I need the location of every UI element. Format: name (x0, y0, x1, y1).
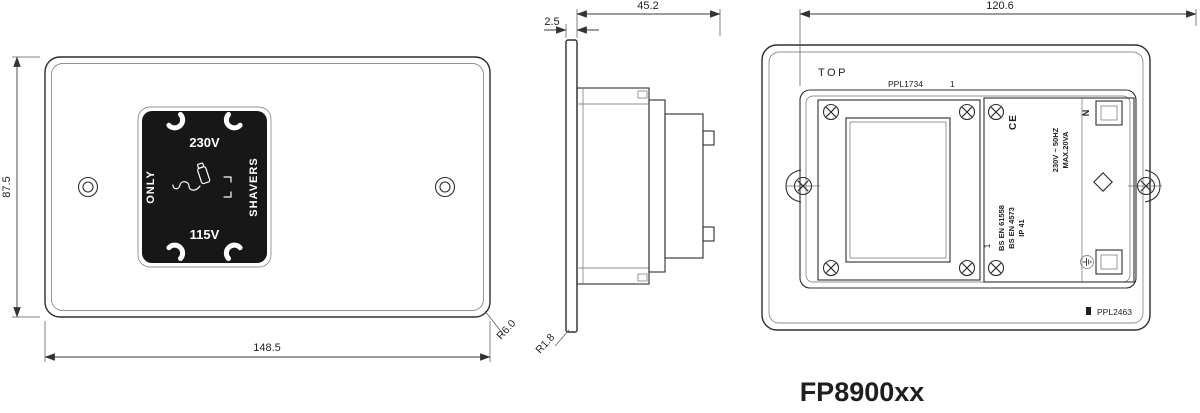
mounting-screw-icon (793, 176, 813, 196)
side-thickness-dimension-group: 2.5 (544, 16, 599, 38)
rear-part-number-top: PPL1734 (888, 79, 923, 89)
socket-115v-label: 115V (190, 227, 220, 242)
side-body-rear (664, 113, 704, 259)
rear-marker-side: 1 (983, 243, 992, 248)
neutral-terminal-label: N (1081, 110, 1091, 117)
rear-mechanism-box (817, 99, 981, 281)
rear-frame-inner (805, 95, 1131, 283)
rear-part-number-bottom: PPL2463 (1097, 307, 1132, 317)
side-screw-bottom (637, 273, 648, 282)
rear-width-dimension: 120.6 (986, 0, 1014, 12)
front-width-dimension-group: 148.5 (44, 321, 491, 362)
side-terminal-screw-bottom (702, 226, 715, 242)
socket-module-bezel (137, 106, 272, 268)
socket-slots-115v-icon (166, 242, 243, 261)
front-width-dimension: 148.5 (253, 342, 281, 354)
front-screw-right (434, 176, 456, 198)
earth-symbol-icon (1080, 255, 1094, 269)
rear-diamond-knockout (1093, 172, 1113, 192)
rating-line-2: MAX.20VA (1061, 131, 1070, 169)
rear-view: N CE 230V ~ 50HZ MAX.20VA BS EN 61558 BS… (761, 0, 1197, 331)
shaver-icon (172, 162, 232, 198)
front-screw-left (77, 176, 99, 198)
screw-cross-icon (822, 259, 840, 277)
side-radius-callout-group: R1.8 (533, 329, 570, 357)
screw-cross-icon (958, 103, 976, 121)
side-body-mid (648, 99, 666, 273)
front-radius-callout: R6.0 (494, 318, 518, 343)
front-view: 230V 115V SHAVERS ONLY 87.5 148.5 (1, 56, 518, 362)
maker-logo-mark (1086, 307, 1091, 315)
front-height-dimension-group: 87.5 (1, 56, 40, 318)
side-view: 45.2 2.5 R1.8 (533, 0, 721, 357)
rear-width-dimension-group: 120.6 (799, 0, 1197, 86)
socket-only-label: ONLY (145, 170, 157, 204)
rear-plate-outline (761, 44, 1151, 331)
ce-mark: CE (1008, 114, 1019, 130)
rear-terminal-top (1095, 100, 1123, 126)
rear-marker-top: 1 (950, 79, 955, 89)
rear-mounting-ear-left (785, 169, 820, 203)
rear-mounting-ear-right (1128, 169, 1162, 203)
rear-top-label: TOP (818, 67, 848, 79)
screw-cross-icon (958, 259, 976, 277)
mounting-screw-icon (1136, 176, 1156, 196)
standard-line-2: BS EN 4573 (1007, 207, 1016, 249)
socket-230v-label: 230V (189, 135, 220, 150)
side-body-main (576, 87, 650, 285)
side-thickness-dimension: 2.5 (544, 16, 559, 28)
side-depth-dimension-group: 45.2 (576, 0, 721, 38)
screw-cross-icon (987, 103, 1005, 121)
side-terminal-screw-top (702, 130, 715, 146)
model-number-label: FP8900xx (800, 377, 925, 407)
rear-terminal-bottom (1095, 249, 1123, 275)
side-radius-callout: R1.8 (533, 332, 557, 357)
standard-line-3: IP 41 (1017, 219, 1026, 236)
socket-module (142, 111, 267, 263)
socket-shavers-label: SHAVERS (248, 157, 260, 216)
front-plate-outline (44, 56, 491, 318)
rating-line-1: 230V ~ 50HZ (1051, 127, 1060, 172)
side-plate-profile (565, 39, 578, 333)
side-depth-dimension: 45.2 (637, 0, 658, 12)
screw-cross-icon (822, 103, 840, 121)
rear-terminal-module (983, 97, 1135, 283)
rear-aperture-inner (849, 121, 947, 259)
socket-slots-230v-icon (166, 112, 243, 131)
front-height-dimension: 87.5 (1, 176, 13, 197)
side-screw-top (637, 90, 648, 99)
standard-line-1: BS EN 61558 (997, 205, 1006, 251)
rear-aperture (845, 117, 951, 263)
front-plate-inner-outline (51, 63, 484, 311)
rear-plate-inner-outline (768, 51, 1144, 324)
screw-cross-icon (987, 259, 1005, 277)
